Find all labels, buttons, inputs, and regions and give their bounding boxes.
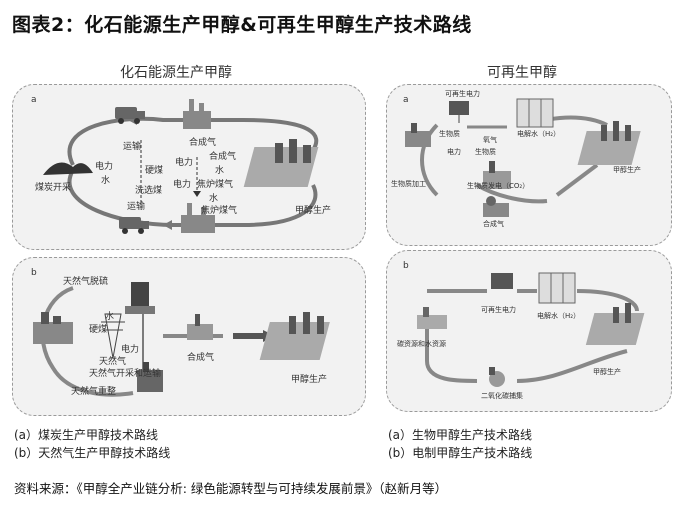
ng-transport-label: 天然气开采和运输 [89, 369, 162, 379]
solar-panel-icon-b [491, 273, 513, 289]
washed-coal-label: 洗选煤 [135, 186, 163, 196]
power-pylon-icon [101, 313, 125, 359]
coke-gas-label: 焦炉煤气 [197, 180, 234, 190]
electrolysis-b-label: 电解水（H₂） [537, 312, 581, 320]
coal-methanol-panel: a 煤炭开采 运输 硬煤 电力 水 洗选煤 运输 合成气 电力 合成气 水 电力… [12, 84, 366, 250]
water-left-label: 水 [101, 176, 111, 186]
transport-top-label: 运输 [123, 142, 142, 152]
bio-route-diagram [405, 98, 641, 217]
electrolysis-label: 电解水（H₂） [517, 130, 561, 138]
truck-icon [115, 107, 145, 124]
water-mid-label: 水 [215, 166, 225, 176]
electrolyzer-icon-b [538, 272, 576, 304]
refinery-icon [33, 312, 73, 344]
power-b-label: 电力 [121, 345, 140, 355]
panel-tag: a [403, 95, 409, 105]
hard-coal-label: 硬煤 [145, 166, 164, 176]
panel-tag: b [403, 261, 409, 271]
syngas-plant-icon [187, 314, 213, 340]
syngas-tank-icon [483, 196, 509, 217]
power-r-label: 电力 [447, 148, 461, 156]
transport-bottom-label: 运输 [127, 202, 146, 212]
source-note: 资料来源：《甲醇全产业链分析: 绿色能源转型与可持续发展前景》（赵新月等） [14, 481, 448, 496]
desulfurization-icon [125, 282, 155, 314]
ng-desulf-label: 天然气脱硫 [63, 277, 109, 287]
syngas-b-label: 合成气 [187, 353, 215, 363]
coke-gas2-label: 焦炉煤气 [201, 206, 238, 216]
biomass-label: 生物质 [439, 130, 460, 138]
co2-capture-label: 二氧化碳捕集 [481, 392, 523, 400]
electrolyzer-icon [516, 98, 554, 128]
right-section-title: 可再生甲醇 [487, 65, 557, 81]
methanol-plant-icon-b [259, 312, 330, 360]
renewable-power-label: 可再生电力 [445, 90, 480, 98]
electro-methanol-panel: b 可再生电力 电解水（H₂） 碳资源和水资源 甲醇生产 二氧化碳捕集 [386, 250, 672, 412]
caption-left-a: (a）煤炭生产甲醇技术路线 [14, 428, 159, 442]
hard-coal-b-label: 硬煤 [89, 325, 108, 335]
syngas2-label: 合成气 [209, 152, 237, 162]
power-left-label: 电力 [95, 162, 114, 172]
water-resources-label: 碳资源和水资源 [397, 340, 446, 348]
processing-label: 生物质加工 [391, 180, 426, 188]
syngas-label: 合成气 [189, 138, 217, 148]
panel-tag: a [31, 95, 37, 105]
coal-mining-label: 煤炭开采 [35, 183, 72, 193]
coal-route-diagram [43, 99, 319, 234]
methanol-b-label: 甲醇生产 [291, 375, 328, 385]
water-b-label: 水 [105, 312, 115, 322]
panel-tag: b [31, 268, 37, 278]
reformer-icon [137, 362, 163, 392]
ng-methanol-panel: b 天然气脱硫 硬煤 水 电力 天然气 天然气开采和运输 天然气重整 合成气 甲… [12, 257, 366, 416]
syngas-r-label: 合成气 [483, 220, 504, 228]
electro-route-diagram [417, 272, 645, 387]
co2-capture-icon [489, 367, 505, 387]
oxygen-label: 氧气 [483, 136, 497, 144]
methanol-plant-icon-d [585, 303, 645, 345]
factory-icon [183, 99, 211, 129]
methanol-rb-label: 甲醇生产 [593, 368, 621, 376]
ng-route-diagram [33, 282, 330, 397]
ng-reforming-label: 天然气重整 [71, 387, 117, 397]
renewable-power-b-label: 可再生电力 [481, 306, 516, 314]
solar-panel-icon [449, 101, 469, 123]
caption-left-b: (b）天然气生产甲醇技术路线 [14, 446, 171, 460]
coke-plant-icon [181, 203, 215, 233]
biomass-vertical-label: 生物质 [475, 148, 496, 156]
natural-gas-label: 天然气 [99, 357, 127, 367]
page-title: 图表2：化石能源生产甲醇&可再生甲醇生产技术路线 [12, 14, 472, 36]
methanol-r-label: 甲醇生产 [613, 166, 641, 174]
bio-methanol-panel: a 可再生电力 电解水（H₂） 生物质 电力 氧气 生物质 生物质加工 生物质发… [386, 84, 672, 246]
power-mid-label: 电力 [175, 158, 194, 168]
caption-right-b: (b）电制甲醇生产技术路线 [388, 446, 533, 460]
methanol-plant-icon-c [577, 121, 641, 165]
water-resources-icon [417, 307, 447, 329]
processing-plant-icon [405, 123, 431, 147]
caption-right-a: (a）生物甲醇生产技术路线 [388, 428, 533, 442]
bio-power-icon [483, 161, 511, 189]
power-mid2-label: 电力 [173, 180, 192, 190]
truck-bottom-icon [119, 217, 149, 234]
methanol-label: 甲醇生产 [295, 206, 332, 216]
bio-power-label: 生物质发电（CO₂） [467, 182, 530, 190]
left-section-title: 化石能源生产甲醇 [120, 65, 232, 81]
water-mid2-label: 水 [209, 194, 219, 204]
methanol-plant-icon [243, 139, 319, 187]
coal-pile-icon [43, 162, 93, 175]
